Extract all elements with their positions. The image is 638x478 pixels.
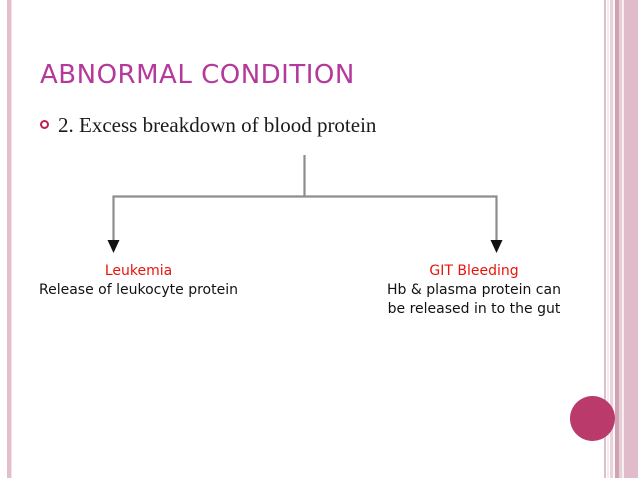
decorative-stripe-right-1	[604, 0, 606, 478]
branch-right-heading: GIT Bleeding	[429, 263, 519, 279]
bullet-item-label: 2. Excess breakdown of blood protein	[58, 113, 377, 137]
decorative-stripe-right-5	[615, 0, 619, 478]
arrowhead-left-icon	[107, 240, 120, 253]
decorative-stripe-left-highlight	[11, 0, 12, 478]
decorative-stripe-right-3	[610, 0, 613, 478]
decorative-stripe-right-7	[622, 0, 624, 478]
branch-label-right: GIT Bleeding Hb & plasma protein can be …	[375, 262, 573, 319]
branch-label-left: Leukemia Release of leukocyte protein	[30, 262, 247, 300]
decorative-stripe-right-8	[624, 0, 638, 478]
hollow-circle-bullet-icon	[40, 120, 49, 129]
page-title: ABNORMAL CONDITION	[40, 60, 355, 90]
bullet-list-item: 2. Excess breakdown of blood protein	[40, 113, 376, 138]
branch-left-heading: Leukemia	[104, 263, 173, 279]
decorative-stripe-left-primary	[7, 0, 11, 478]
branch-left-line-1: Release of leukocyte protein	[39, 282, 238, 298]
branch-right-line-1: Hb & plasma protein can	[387, 282, 561, 298]
arrowhead-right-icon	[490, 240, 503, 253]
decorative-stripe-right-4	[613, 0, 615, 478]
decorative-circle	[570, 396, 615, 441]
decorative-stripe-right-6	[619, 0, 622, 478]
branch-right-line-2: be released in to the gut	[387, 301, 561, 317]
decorative-stripe-right-2	[607, 0, 609, 478]
